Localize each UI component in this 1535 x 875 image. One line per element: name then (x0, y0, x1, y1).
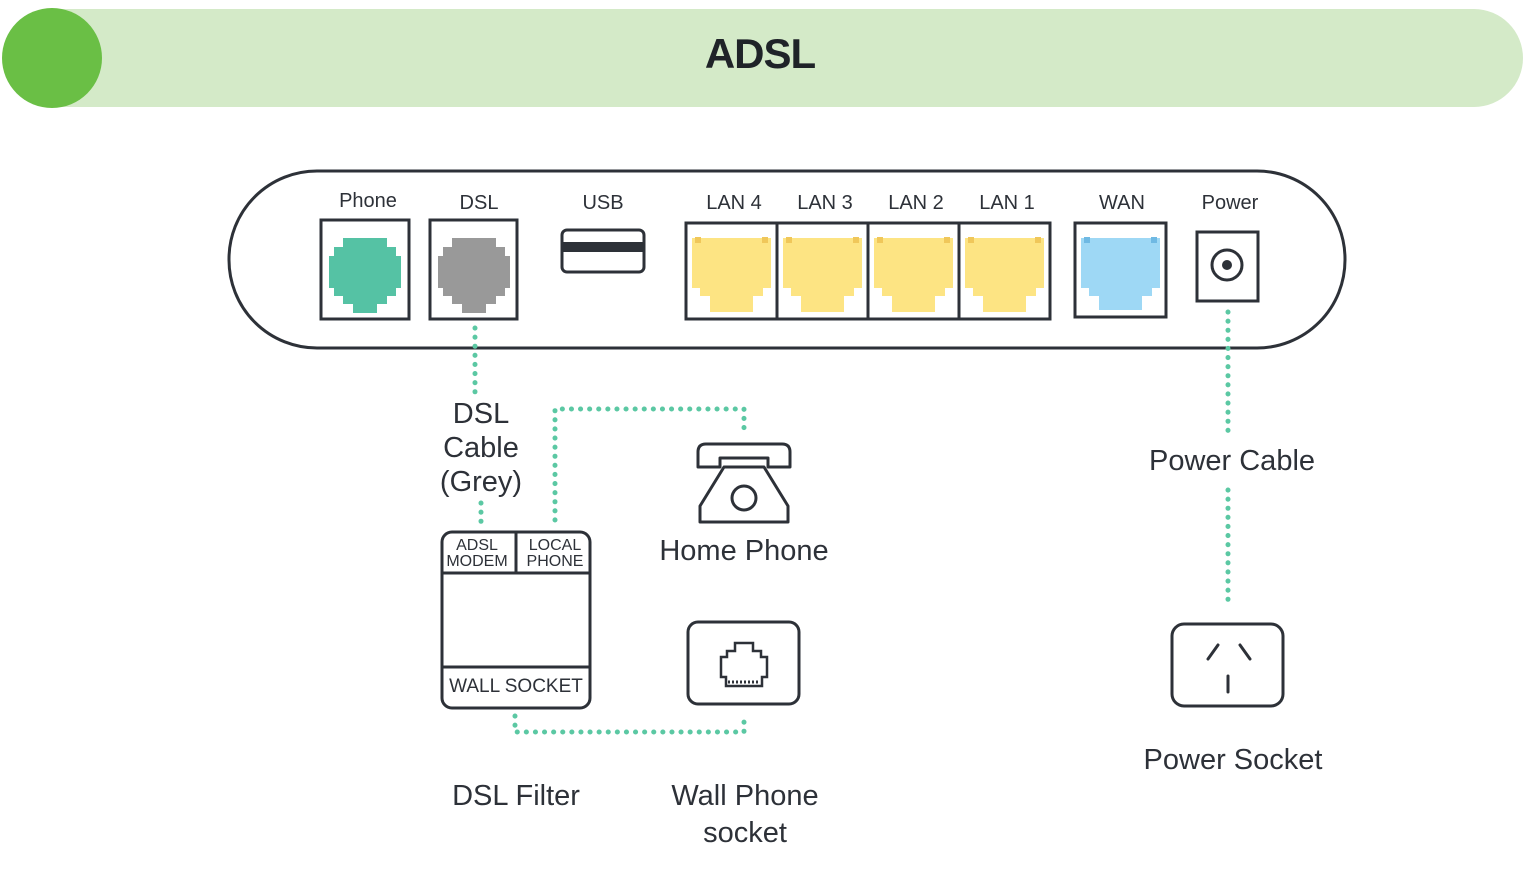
dsl-port[interactable] (428, 218, 519, 321)
wan-port[interactable] (1073, 221, 1168, 319)
home-phone-label: Home Phone (659, 535, 829, 567)
rj45-port-icon (1081, 238, 1160, 310)
filter-adsl-modem-label: ADSL MODEM (446, 538, 507, 570)
rj45-port-icon (965, 238, 1044, 312)
filter-local-phone-line-1: LOCAL (528, 537, 582, 554)
usb-port[interactable] (560, 228, 646, 274)
lan-4-port[interactable] (684, 221, 779, 321)
port-label-phone: Phone (339, 190, 397, 212)
port-label-dsl: DSL (459, 192, 499, 214)
power-outlet-icon (1206, 643, 1252, 694)
rj11-socket-icon (719, 641, 769, 688)
dsl-cable-label-line-2: Cable (443, 432, 519, 464)
power-port[interactable] (1195, 230, 1260, 303)
wall-phone-socket-label-line-2: socket (703, 817, 787, 849)
filter-wall-socket-label: WALL SOCKET (449, 676, 583, 697)
rj11-port-icon (438, 238, 510, 313)
local-phone-cable (552, 406, 747, 523)
power-socket[interactable] (1170, 622, 1285, 708)
rj45-port-icon (692, 238, 771, 312)
power-cable-label: Power Cable (1148, 445, 1316, 477)
port-label-usb: USB (582, 192, 624, 214)
phone-port[interactable] (319, 218, 411, 321)
filter-local-phone-label: LOCAL PHONE (527, 538, 584, 570)
port-label-power: Power (1201, 192, 1259, 214)
filter-adsl-modem-line-1: ADSL (456, 537, 498, 554)
rj45-port-icon (874, 238, 953, 312)
rj11-port-icon (329, 238, 401, 313)
page-title: ADSL (704, 30, 816, 77)
telephone-icon (696, 442, 792, 524)
dsl-cable-label-line-1: DSL (452, 398, 510, 430)
title-banner (5, 9, 1523, 107)
port-label-lan4: LAN 4 (706, 192, 762, 214)
dsl-cable-label: DSL Cable (Grey) (440, 397, 522, 499)
wall-phone-socket-label-line-1: Wall Phone (671, 780, 819, 812)
port-label-wan: WAN (1099, 192, 1145, 214)
wall-phone-socket-label: Wall Phone socket (671, 778, 818, 852)
filter-adsl-modem-line-2: MODEM (446, 553, 508, 570)
usb-port-icon (562, 242, 644, 252)
port-label-lan3: LAN 3 (797, 192, 853, 214)
dsl-filter (440, 530, 592, 710)
wall-phone-socket[interactable] (686, 620, 801, 706)
rj45-port-icon (783, 238, 862, 312)
lan-3-port[interactable] (775, 221, 870, 321)
banner-circle-icon (2, 8, 102, 108)
cables (472, 309, 1231, 735)
lan-1-port[interactable] (957, 221, 1052, 321)
port-label-lan1: LAN 1 (979, 192, 1035, 214)
dsl-filter-label: DSL Filter (452, 780, 580, 812)
filter-local-phone-line-2: PHONE (526, 553, 584, 570)
power-socket-label: Power Socket (1143, 744, 1323, 776)
lan-2-port[interactable] (866, 221, 961, 321)
wall-socket-cable (512, 713, 747, 735)
dsl-cable-label-line-3: (Grey) (439, 466, 523, 498)
port-label-lan2: LAN 2 (888, 192, 944, 214)
dc-jack-icon (1210, 248, 1244, 282)
